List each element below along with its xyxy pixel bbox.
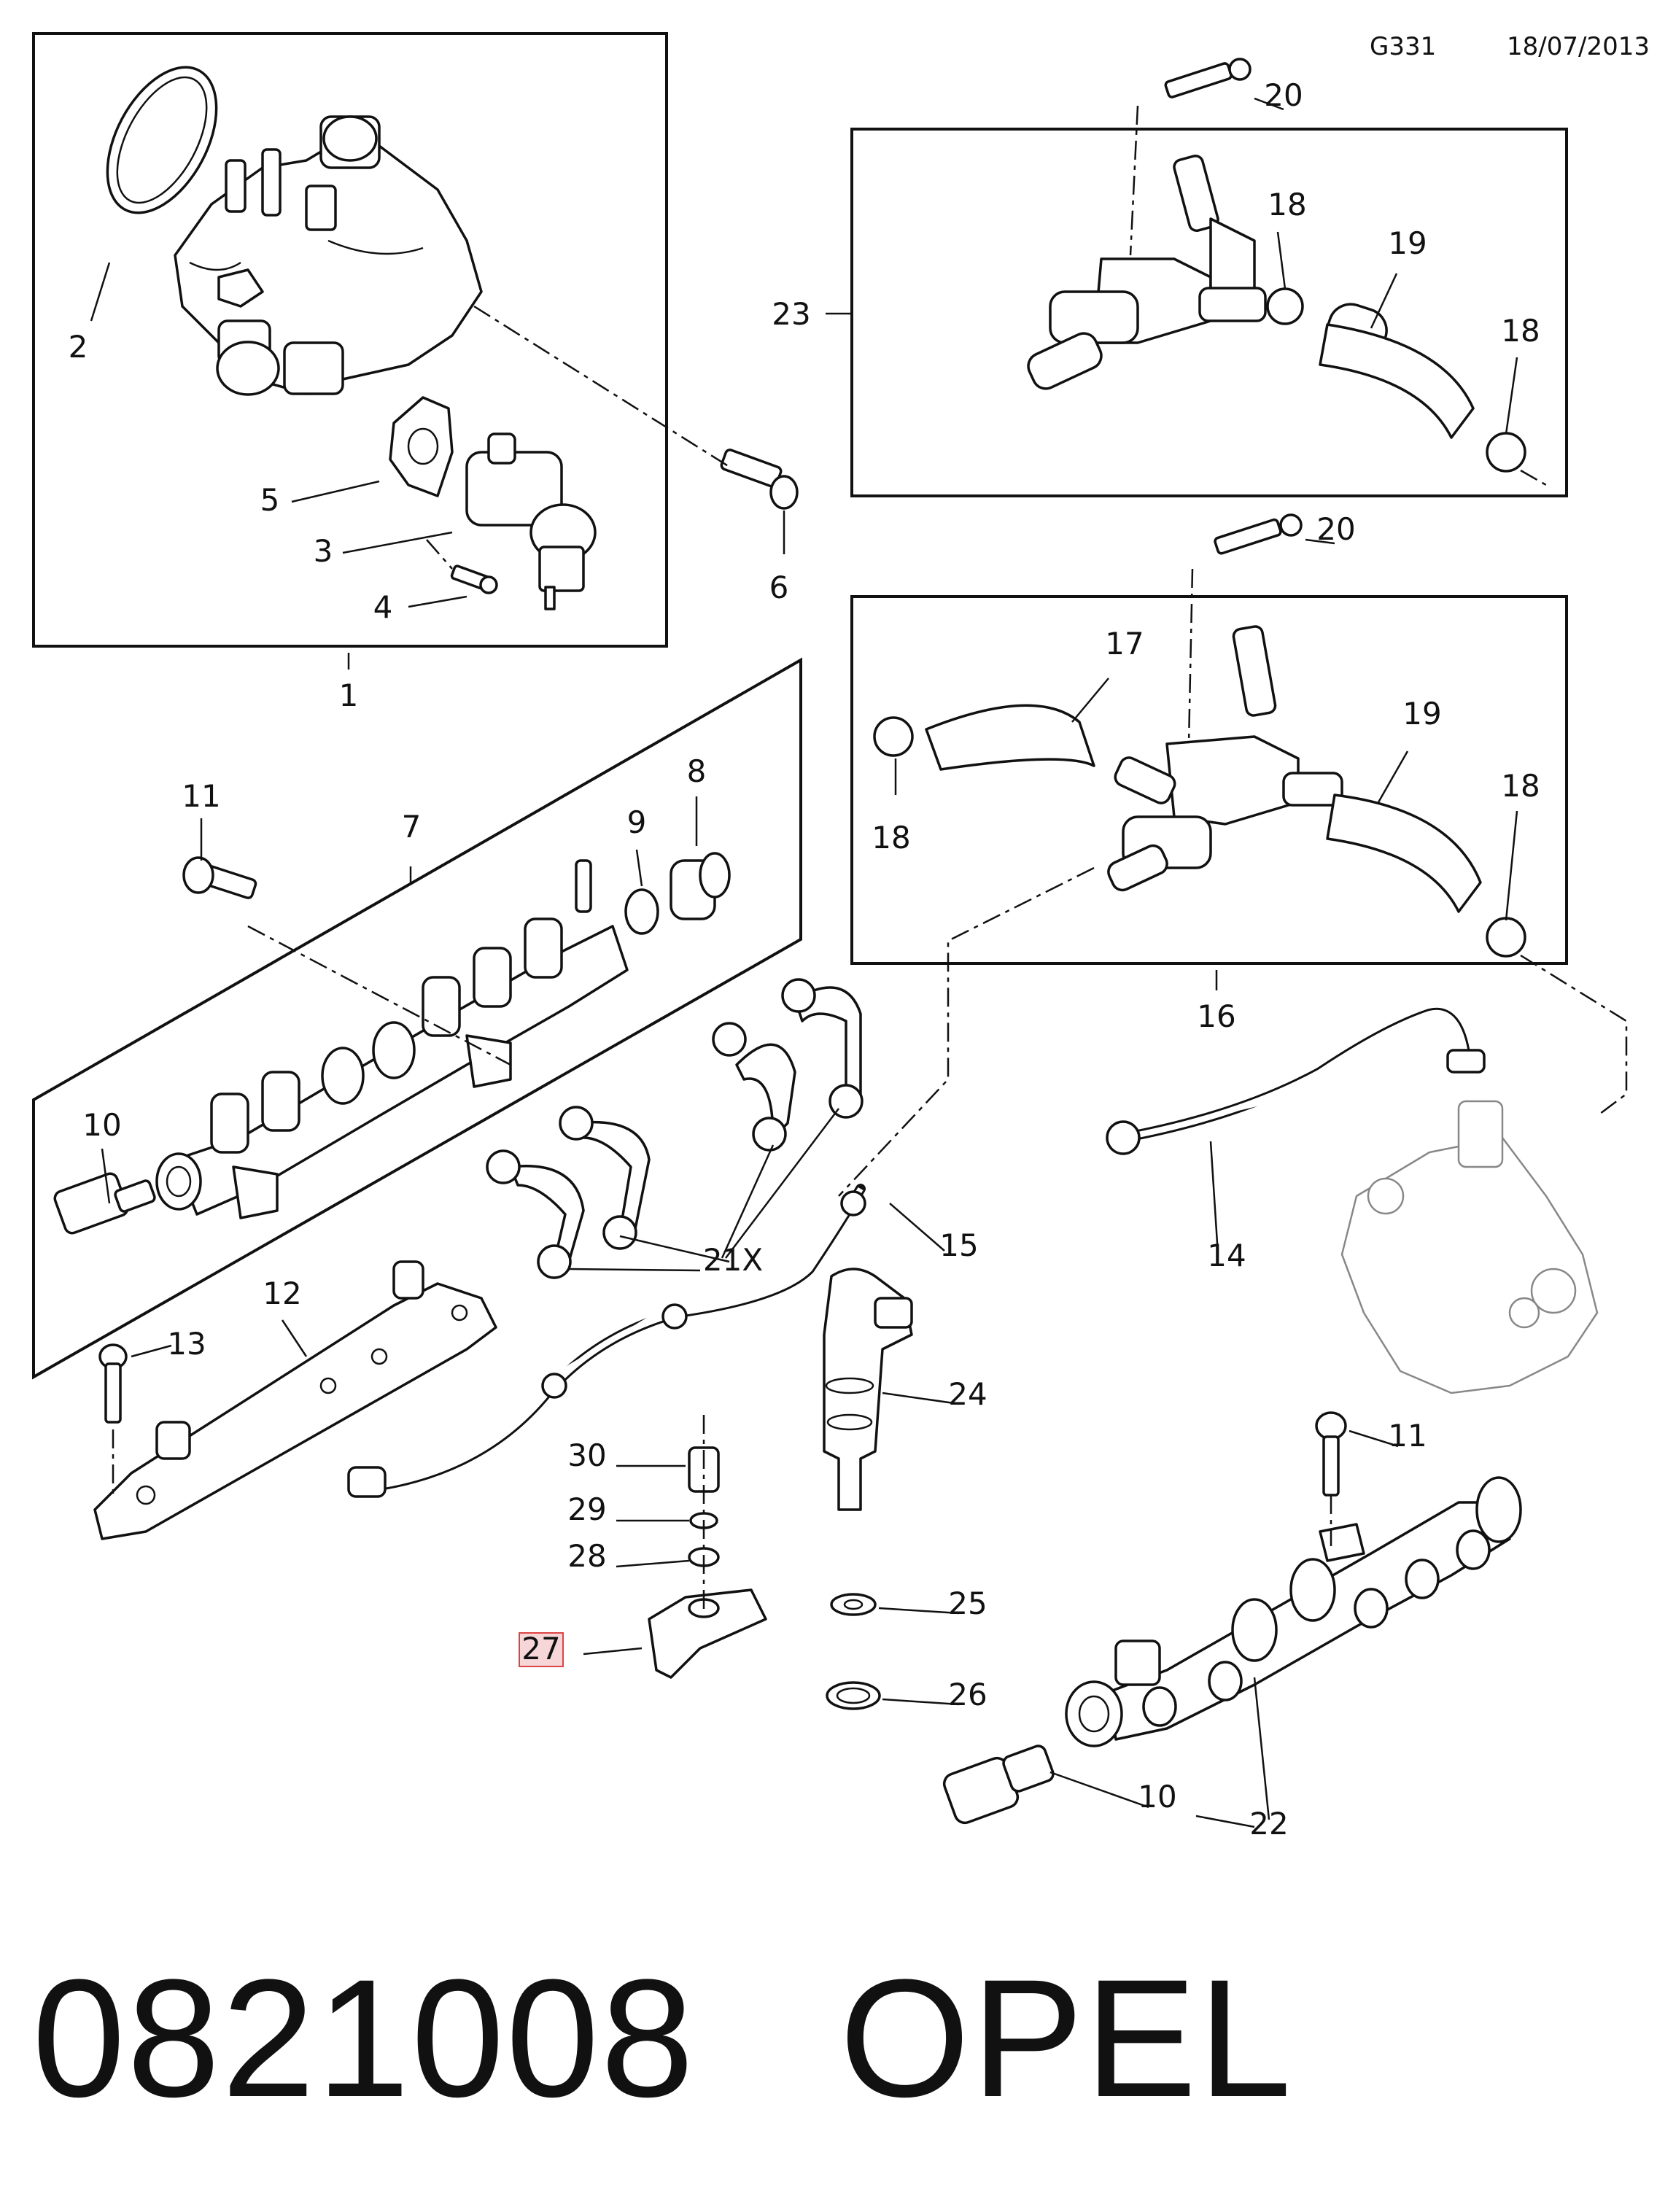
- callout-11: 11: [182, 778, 220, 814]
- callout-7: 7: [402, 809, 422, 845]
- callout-1: 1: [339, 678, 359, 713]
- callout-26: 26: [948, 1677, 987, 1712]
- washer-25: [830, 1593, 877, 1616]
- callout-17: 17: [1105, 626, 1144, 661]
- callout-10: 10: [82, 1107, 121, 1143]
- callout-22: 22: [1249, 1806, 1288, 1842]
- callout-19: 19: [1388, 225, 1427, 261]
- pressure-sensor-10b: [942, 1745, 1055, 1825]
- callout-14: 14: [1207, 1238, 1246, 1273]
- callout-2: 2: [69, 329, 88, 365]
- callout-highlight-27: [519, 1632, 564, 1667]
- callout-25: 25: [948, 1586, 987, 1621]
- bracket-bolt-13: [98, 1343, 128, 1424]
- callout-27: 27: [521, 1631, 560, 1666]
- return-connector-lower: [873, 625, 1526, 958]
- callout-24: 24: [948, 1376, 987, 1412]
- title-gap: [695, 1944, 839, 2132]
- rail-bolt-11: [182, 856, 257, 899]
- diagram-code: G331: [1370, 32, 1437, 61]
- callout-19: 19: [1402, 696, 1441, 731]
- callout-6: 6: [769, 570, 789, 605]
- fuel-rail-22: [1065, 1476, 1522, 1747]
- callout-21X: 21X: [703, 1242, 763, 1278]
- callout-10: 10: [1138, 1779, 1176, 1815]
- diagram-date: 18/07/2013: [1507, 32, 1650, 61]
- callout-4: 4: [373, 589, 393, 625]
- callout-23: 23: [772, 296, 810, 332]
- bolt-20-lower: [1214, 513, 1303, 555]
- fuel-rail-frame: [32, 657, 802, 1380]
- brand-name: OPEL: [839, 1944, 1293, 2132]
- callout-15: 15: [939, 1227, 978, 1263]
- valve-screw-4: [450, 564, 498, 594]
- high-pressure-pump: [106, 66, 483, 396]
- rail-bracket: [93, 1260, 497, 1540]
- return-line-15: [347, 1184, 866, 1498]
- callout-18: 18: [1268, 187, 1306, 222]
- high-pressure-pump-frame: [32, 32, 668, 648]
- part-number: 0821008: [32, 1944, 696, 2132]
- callout-3: 3: [314, 533, 333, 569]
- pressure-regulator-valve: [389, 396, 597, 610]
- callout-5: 5: [260, 482, 280, 518]
- callout-13: 13: [167, 1326, 206, 1362]
- callout-29: 29: [567, 1491, 606, 1527]
- bolt-20-upper: [1164, 58, 1252, 98]
- leak-off-line-14: [1106, 1007, 1486, 1155]
- rail-bolt-11b: [1315, 1411, 1347, 1497]
- callout-28: 28: [567, 1538, 606, 1574]
- pressure-sensor-10-rail: [53, 1172, 156, 1235]
- callout-18: 18: [1501, 768, 1540, 804]
- callout-30: 30: [567, 1437, 606, 1473]
- return-connector-frame-lower: [850, 595, 1568, 965]
- callout-20: 20: [1264, 77, 1303, 113]
- callout-12: 12: [263, 1276, 301, 1311]
- callout-9: 9: [627, 804, 647, 840]
- callout-labels: 253461202318191820171918181611789101521X…: [69, 77, 1540, 1842]
- seal-26: [826, 1681, 881, 1710]
- pump-reference-outline: [1340, 1100, 1599, 1394]
- callout-11: 11: [1388, 1418, 1427, 1454]
- clamp-stack: [648, 1446, 767, 1679]
- callout-8: 8: [687, 753, 707, 789]
- callout-18: 18: [1501, 313, 1540, 349]
- return-connector-upper: [1027, 155, 1526, 473]
- callout-18: 18: [872, 820, 910, 855]
- return-connector-frame-upper: [850, 128, 1568, 497]
- callout-16: 16: [1197, 998, 1235, 1034]
- part-number-title: 0821008 OPEL: [32, 1955, 1293, 2122]
- injector-24: [823, 1268, 913, 1511]
- pump-bolt-6: [720, 449, 799, 510]
- fuel-rail-assembly: [155, 852, 731, 1219]
- callout-20: 20: [1316, 511, 1355, 547]
- injector-pipes: [486, 978, 864, 1279]
